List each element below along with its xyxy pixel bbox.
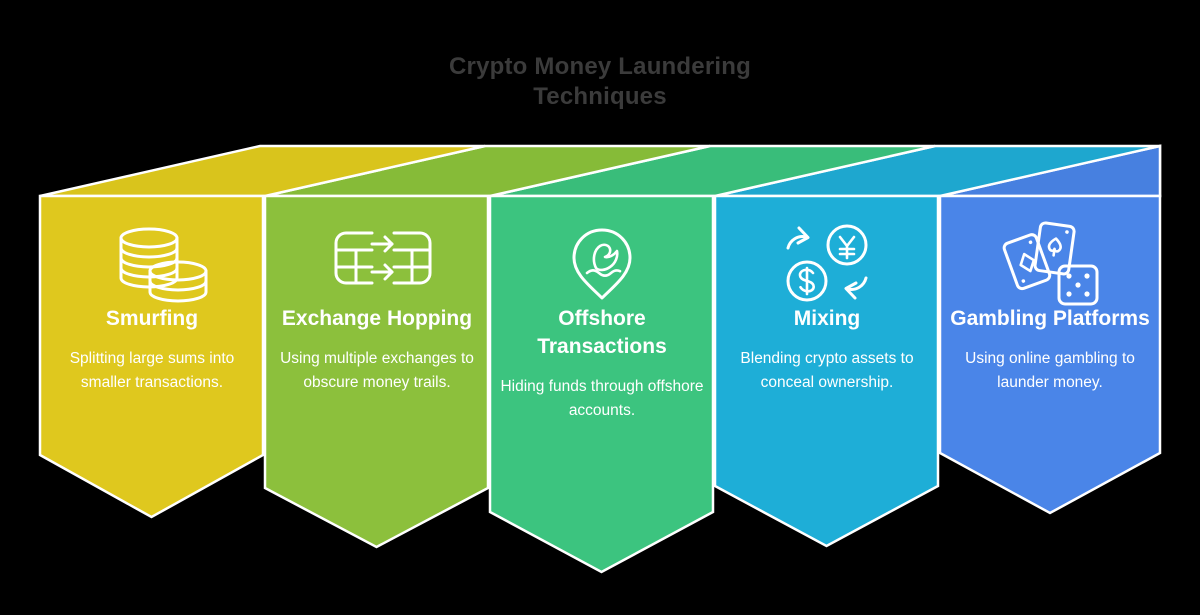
card-body-smurfing[interactable] <box>38 194 265 519</box>
card-body-mixing[interactable] <box>713 194 940 548</box>
card-roofs <box>39 144 1162 198</box>
coin-stack-icon <box>119 227 208 303</box>
card-body-offshore-transactions[interactable] <box>488 194 715 574</box>
card-body-exchange-hopping[interactable] <box>263 194 490 549</box>
currency-exchange-icon <box>786 224 868 302</box>
cards-dice-icon <box>1002 221 1099 306</box>
exchange-transfer-icon <box>334 231 432 285</box>
map-pin-whale-icon <box>572 228 632 300</box>
card-bodies <box>38 194 1162 574</box>
card-body-gambling-platforms[interactable] <box>938 194 1162 515</box>
